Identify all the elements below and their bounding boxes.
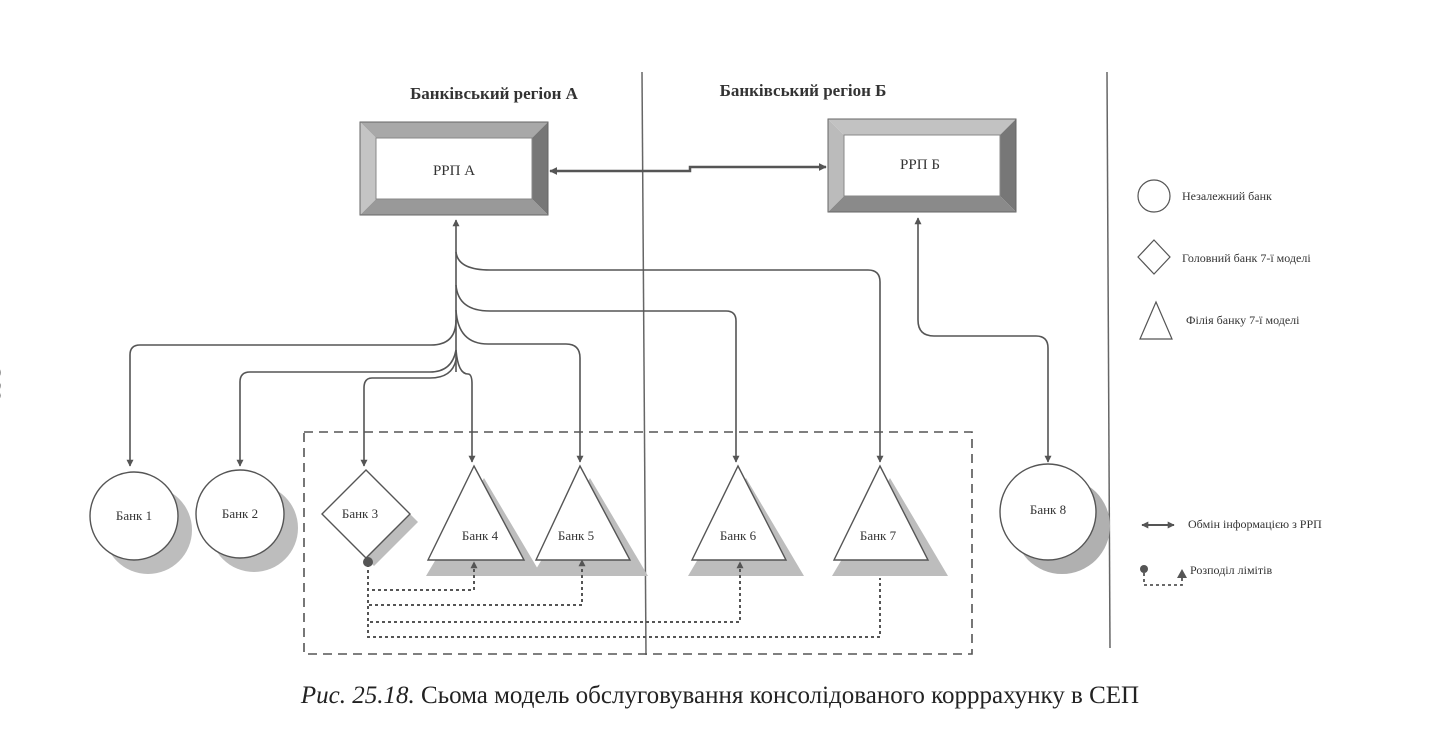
legend-head-bank-icon <box>1137 239 1171 275</box>
rrp-a-box: РРП А <box>359 121 549 216</box>
figure-caption: Рис. 25.18. Сьома модель обслуговування … <box>0 682 1440 710</box>
rrp-exchange-arrow <box>549 163 827 175</box>
legend-exchange-label: Обмін інформацією з РРП <box>1188 517 1322 531</box>
bank-7-label: Банк 7 <box>860 528 897 543</box>
bank-6-node: Банк 6 <box>688 464 804 576</box>
legend-branch-label: Філія банку 7-ї моделі <box>1186 313 1300 327</box>
bank-2-node: Банк 2 <box>195 469 298 572</box>
legend-independent-bank-label: Незалежний банк <box>1182 189 1272 203</box>
rrp-a-label: РРП А <box>433 163 475 179</box>
bank-4-label: Банк 4 <box>462 528 499 543</box>
figure-caption-label: Рис. 25.18. <box>300 682 415 709</box>
legend: Незалежний банк Головний банк 7-ї моделі… <box>1137 179 1322 586</box>
bank-7-node: Банк 7 <box>832 464 948 576</box>
bank-8-label: Банк 8 <box>1030 502 1066 517</box>
bank-4-node: Банк 4 <box>426 464 542 576</box>
bank-8-node: Банк 8 <box>999 463 1110 574</box>
bank-2-label: Банк 2 <box>222 506 258 521</box>
region-b-title: Банківський регіон Б <box>720 81 887 100</box>
figure-caption-text: Сьома модель обслуговування консолідован… <box>414 682 1140 709</box>
bank-1-node: Банк 1 <box>89 471 192 574</box>
rrp-b-label: РРП Б <box>900 157 940 173</box>
legend-divider-line <box>1106 71 1111 649</box>
bank-1-label: Банк 1 <box>116 508 152 523</box>
legend-head-bank-label: Головний банк 7-ї моделі <box>1182 251 1311 265</box>
legend-limits-label: Розподіл лімітів <box>1190 563 1272 577</box>
limit-origin-dot <box>363 557 373 567</box>
rrp-b-bank8-connection <box>914 217 1052 463</box>
bank-5-label: Банк 5 <box>558 528 594 543</box>
legend-branch-icon <box>1139 300 1173 340</box>
legend-independent-bank-icon <box>1137 179 1171 213</box>
limit-distribution-lines <box>367 559 881 638</box>
page-number: 368 <box>0 368 6 401</box>
bank-3-label: Банк 3 <box>342 506 378 521</box>
rrp-a-connections <box>126 219 884 467</box>
bank-group-boundary <box>303 431 973 655</box>
rrp-b-box: РРП Б <box>827 118 1017 213</box>
bank-5-node: Банк 5 <box>532 464 648 576</box>
region-a-title: Банківський регіон А <box>410 84 579 103</box>
bank-6-label: Банк 6 <box>720 528 757 543</box>
legend-limits-icon <box>1140 565 1187 586</box>
bank-3-node: Банк 3 <box>321 469 418 566</box>
